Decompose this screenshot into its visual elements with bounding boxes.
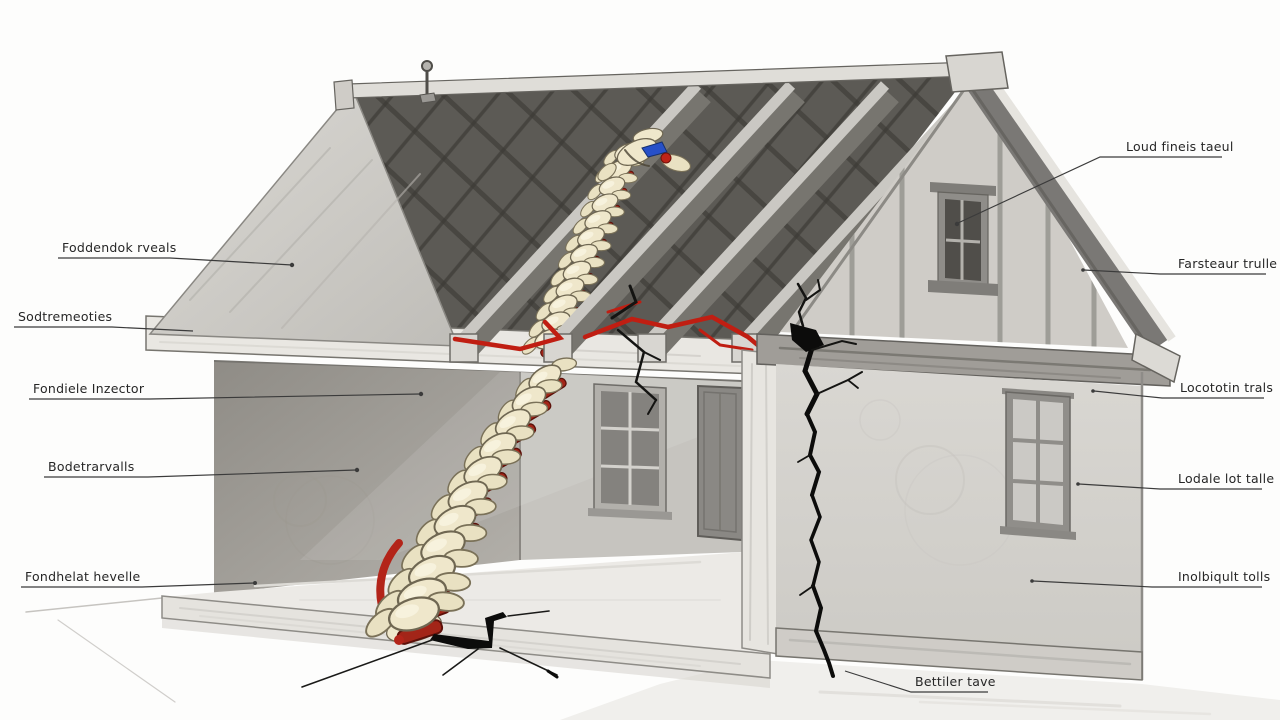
eave-crack <box>610 284 661 415</box>
label-right-2: Locototin trals <box>1091 380 1273 399</box>
interior-door <box>697 384 743 542</box>
leader-dot <box>954 221 960 227</box>
spine-skull-cluster <box>597 127 692 182</box>
leader-dot <box>354 467 360 473</box>
rafter <box>543 81 805 363</box>
label-right-5: Bettiler tave <box>844 670 996 693</box>
right-house <box>741 51 1181 681</box>
floor-slab-edge <box>161 595 771 688</box>
leader-dot <box>418 391 424 397</box>
blue-ligament <box>641 141 668 158</box>
label-text: Inolbiqult tolls <box>1178 569 1270 584</box>
label-text: Farsteaur trulle <box>1178 256 1277 271</box>
leader-line <box>1083 269 1266 275</box>
sacral-red-tip <box>394 635 404 645</box>
label-text: Fondhelat hevelle <box>25 569 141 584</box>
leader-line <box>1078 483 1262 490</box>
ridge-peak-cap <box>945 51 1009 93</box>
annotations: Foddendok rveals Sodtremeoties Fondiele … <box>14 139 1277 693</box>
label-text: Locototin trals <box>1180 380 1273 395</box>
sketch-line <box>25 597 163 613</box>
leader-line <box>58 257 293 266</box>
sketch-line <box>57 619 176 703</box>
red-disc-mark <box>660 152 672 164</box>
leader-dot <box>253 581 257 585</box>
leader-dot <box>1076 482 1080 486</box>
label-left-3: Bodetrarvalls <box>44 459 360 478</box>
label-left-1: Sodtremeoties <box>14 309 194 332</box>
floor-crack <box>301 610 559 688</box>
spine-lower <box>355 347 587 657</box>
leader-line <box>29 393 421 400</box>
wall-crack <box>790 279 863 678</box>
corner-post <box>741 349 779 655</box>
label-left-2: Fondiele Inzector <box>29 381 424 400</box>
leader-line <box>14 326 194 332</box>
roof-fascia <box>945 51 1181 384</box>
leader-line <box>44 469 357 478</box>
wall-top-beam <box>756 333 1171 387</box>
leader-line <box>1093 390 1264 399</box>
label-right-1: Farsteaur trulle <box>1081 256 1277 275</box>
label-text: Sodtremeoties <box>18 309 112 324</box>
base-beam <box>775 627 1143 681</box>
label-right-4: Inolbiqult tolls <box>1030 569 1270 588</box>
label-text: Lodale lot talle <box>1178 471 1274 486</box>
label-left-4: Fondhelat hevelle <box>21 569 257 588</box>
label-text: Bettiler tave <box>915 674 996 689</box>
gable-left-edge <box>790 69 980 333</box>
label-right-0: Loud fineis taeul <box>954 139 1234 227</box>
wall-window <box>1000 388 1076 540</box>
label-left-0: Foddendok rveals <box>58 240 295 268</box>
leader-dot <box>1091 389 1095 393</box>
leader-dot <box>289 262 295 268</box>
label-text: Foddendok rveals <box>62 240 177 255</box>
leader-dot <box>1081 268 1085 272</box>
label-right-3: Lodale lot talle <box>1076 471 1274 490</box>
gable-window <box>928 182 998 296</box>
eave-end-block <box>1131 332 1181 384</box>
interior-window <box>588 383 672 520</box>
floor <box>165 552 770 657</box>
leader-dot <box>1030 579 1034 583</box>
leader-line <box>844 670 988 693</box>
interior <box>165 360 770 657</box>
leader-line <box>21 582 255 588</box>
antenna <box>419 60 437 104</box>
label-text: Fondiele Inzector <box>33 381 145 396</box>
label-text: Bodetrarvalls <box>48 459 134 474</box>
leader-line <box>1032 580 1262 588</box>
rafter <box>637 81 899 363</box>
label-text: Loud fineis taeul <box>1126 139 1234 154</box>
front-wall <box>776 364 1142 652</box>
spine-upper <box>515 127 692 366</box>
roof-sheathing <box>148 88 460 347</box>
leader-line <box>957 156 1222 224</box>
